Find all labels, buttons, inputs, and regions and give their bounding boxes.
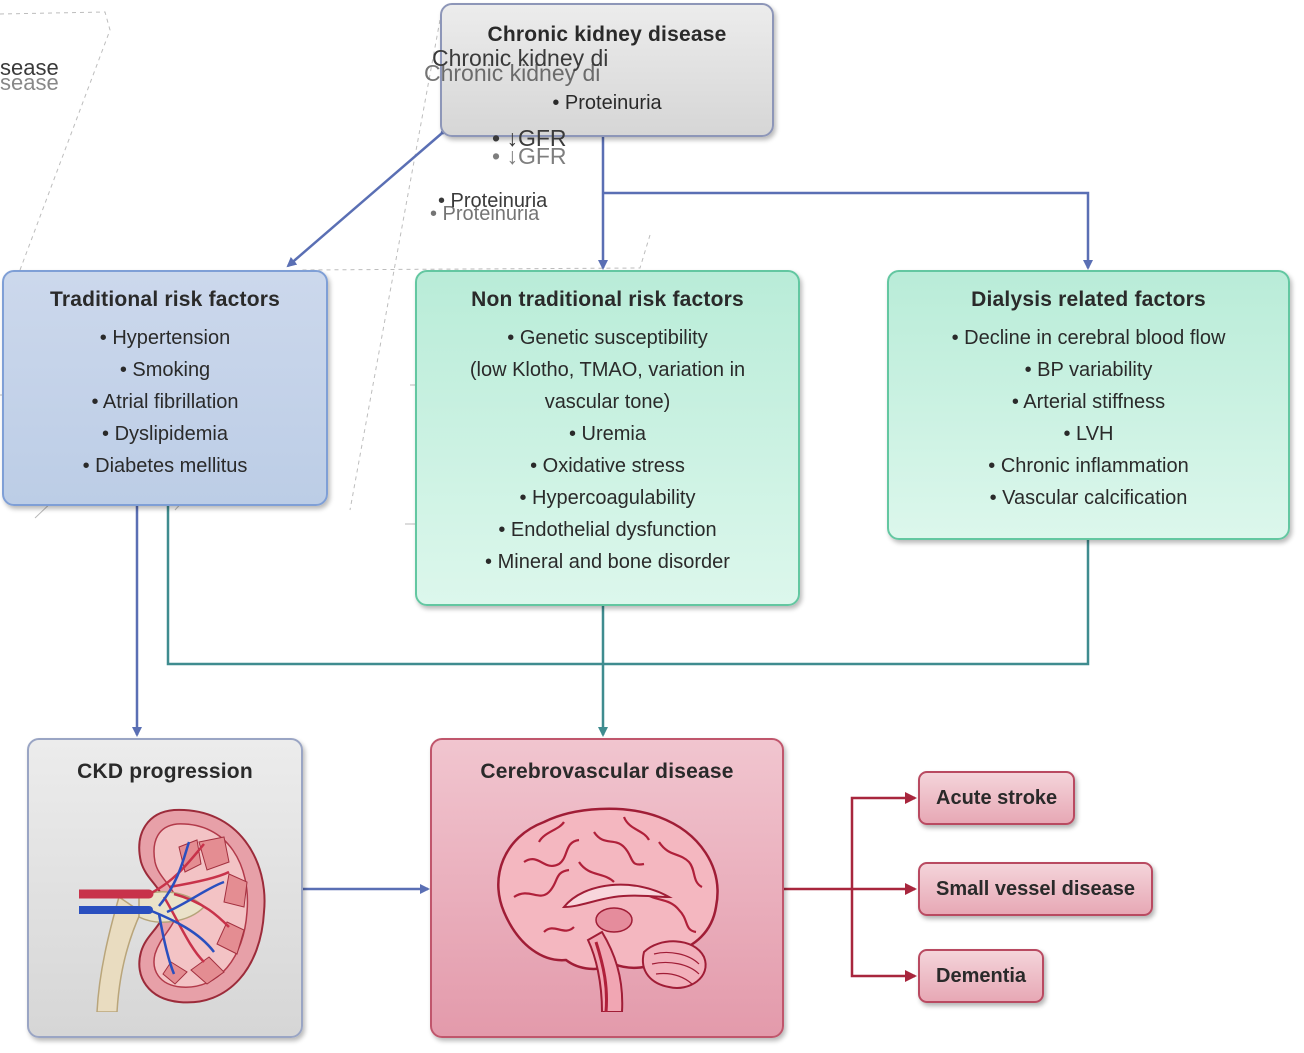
outcome-acute-stroke: Acute stroke (918, 771, 1076, 825)
ckd-progression-title: CKD progression (77, 760, 253, 783)
ckd-item: • Proteinuria (552, 92, 662, 114)
nontraditional-item: • Mineral and bone disorder (485, 551, 730, 573)
dialysis-item: • Arterial stiffness (1011, 391, 1166, 413)
nontraditional-item: (low Klotho, TMAO, variation in vascular… (469, 359, 746, 413)
ckd-progression-box: CKD progression (27, 738, 303, 1038)
dialysis-box: Dialysis related factors • Decline in ce… (887, 270, 1290, 540)
traditional-box: Traditional risk factors • Hypertension … (2, 270, 328, 506)
ckd-item-gfr: • ↓GFR (492, 125, 567, 151)
traditional-item: • Dyslipidemia (102, 423, 228, 445)
ghost-title-echo-1: Chronic kidney di (432, 45, 609, 71)
ghost-text-sease-2: sease (0, 70, 59, 95)
traditional-item: • Atrial fibrillation (91, 391, 239, 413)
dialysis-item: • LVH (1063, 423, 1114, 445)
arrow-ckd-dialysis (603, 191, 1093, 270)
nontraditional-title: Non traditional risk factors (471, 288, 744, 311)
traditional-list: • Hypertension • Smoking • Atrial fibril… (4, 322, 326, 482)
ckd-box: Chronic kidney disease • Proteinuria (440, 3, 774, 137)
traditional-item: • Hypertension (99, 327, 231, 349)
traditional-item: • Diabetes mellitus (82, 455, 248, 477)
dialysis-title: Dialysis related factors (971, 288, 1206, 311)
nontraditional-item: • Endothelial dysfunction (498, 519, 717, 541)
ckd-list: • Proteinuria (442, 87, 772, 119)
traditional-title: Traditional risk factors (49, 288, 281, 311)
dialysis-item: • Decline in cerebral blood flow (951, 327, 1226, 349)
nontraditional-item: • Oxidative stress (530, 455, 685, 477)
dialysis-item: • Chronic inflammation (988, 455, 1189, 477)
brain-illustration (497, 807, 719, 1012)
dialysis-list: • Decline in cerebral blood flow • BP va… (889, 322, 1288, 514)
arrow-ckd-traditional (286, 124, 451, 268)
kidney-illustration (79, 808, 266, 1012)
nontraditional-list: • Genetic susceptibility (low Klotho, TM… (417, 322, 798, 578)
outcome-dementia: Dementia (918, 949, 1045, 1003)
ghost-dash-left (0, 11, 111, 271)
arrow-cvd-dementia (850, 889, 917, 982)
nontraditional-item: • Hypercoagulability (519, 487, 696, 509)
outcome-small-vessel-disease: Small vessel disease (918, 862, 1154, 916)
ghost-dash-top (299, 234, 651, 271)
line-risk-bus (166, 505, 1090, 666)
cvd-box: Cerebrovascular disease (430, 738, 784, 1038)
nontraditional-item: • Uremia (568, 423, 646, 445)
ghost-gfr-echo: • ↓GFR (492, 143, 567, 169)
ckd-title: Chronic kidney disease (487, 23, 727, 46)
dialysis-item: • Vascular calcification (989, 487, 1188, 509)
arrow-cvd-stroke (850, 792, 917, 889)
ghost-title-echo-2: Chronic kidney di (424, 60, 601, 86)
ghost-proteinuria-1: • Proteinuria (438, 190, 548, 212)
nontraditional-item: • Genetic susceptibility (507, 327, 708, 349)
traditional-item: • Smoking (119, 359, 211, 381)
ghost-proteinuria-2: • Proteinuria (430, 203, 540, 225)
cvd-title: Cerebrovascular disease (480, 760, 734, 783)
ghost-text-sease-1: sease (0, 55, 59, 80)
dialysis-item: • BP variability (1024, 359, 1153, 381)
nontraditional-box: Non traditional risk factors • Genetic s… (415, 270, 800, 606)
